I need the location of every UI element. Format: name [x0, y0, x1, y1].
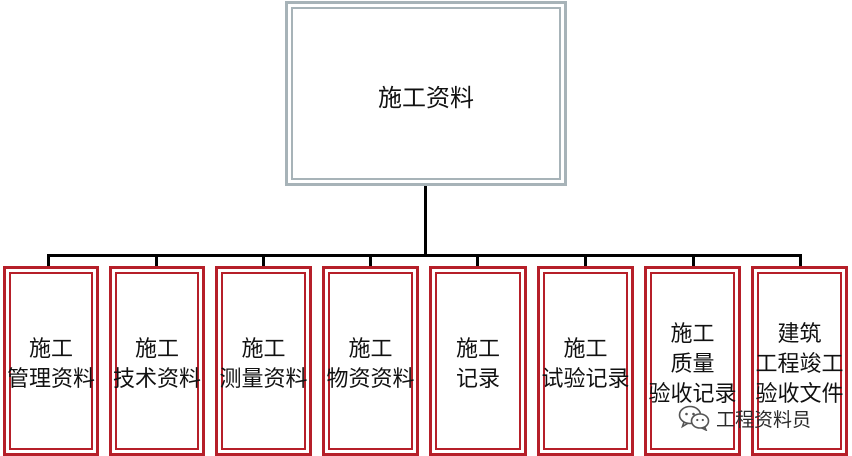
- child-node: 施工试验记录: [537, 266, 634, 456]
- root-node: 施工资料: [285, 1, 567, 186]
- child-node-label: 施工管理资料: [0, 335, 102, 395]
- child-node-label-line: 施工: [348, 337, 393, 362]
- child-node-label: 建筑工程竣工验收文件: [748, 320, 851, 410]
- watermark: 工程资料员: [678, 400, 838, 436]
- child-node-label-line: 质量: [670, 352, 715, 377]
- child-node-label-line: 施工: [670, 322, 715, 347]
- connector-drop: [262, 254, 265, 268]
- child-node: 施工测量资料: [215, 266, 312, 456]
- child-node: 施工管理资料: [3, 266, 99, 456]
- connector-drop: [476, 254, 479, 268]
- child-node-label-line: 物资资料: [326, 367, 415, 392]
- connector-bus: [48, 254, 802, 257]
- child-node-label-line: 验收记录: [648, 382, 737, 407]
- child-node-label-line: 建筑: [777, 322, 822, 347]
- connector-drop: [47, 254, 50, 268]
- child-node: 施工技术资料: [109, 266, 205, 456]
- connector-trunk: [424, 186, 427, 255]
- connector-drop: [799, 254, 802, 268]
- child-node-label-line: 工程竣工: [755, 352, 844, 377]
- root-node-label: 施工资料: [378, 84, 474, 112]
- child-node-label-line: 技术资料: [112, 367, 201, 392]
- watermark-text: 工程资料员: [716, 408, 812, 431]
- child-node-label: 施工技术资料: [106, 335, 208, 395]
- child-node-label-line: 施工: [563, 337, 608, 362]
- child-node-label-line: 施工: [241, 337, 286, 362]
- child-node-label-line: 管理资料: [6, 367, 95, 392]
- child-node-label-line: 试验记录: [541, 367, 630, 392]
- child-node-label-line: 测量资料: [219, 367, 308, 392]
- child-node-label-line: 施工: [28, 337, 73, 362]
- child-node-label-line: 验收文件: [755, 382, 844, 407]
- child-node-label: 施工物资资料: [319, 335, 422, 395]
- child-node-label-line: 施工: [134, 337, 179, 362]
- child-node: 施工记录: [429, 266, 527, 456]
- wechat-icon: [678, 405, 710, 431]
- connector-drop: [692, 254, 695, 268]
- child-node-label: 施工记录: [426, 335, 530, 395]
- connector-drop: [155, 254, 158, 268]
- child-node-label: 施工质量验收记录: [641, 320, 744, 410]
- child-node: 建筑工程竣工验收文件: [751, 266, 848, 456]
- child-node: 施工物资资料: [322, 266, 419, 456]
- connector-drop: [584, 254, 587, 268]
- child-node-label-line: 记录: [455, 367, 500, 392]
- child-node-label-line: 施工: [455, 337, 500, 362]
- connector-drop: [369, 254, 372, 268]
- child-node-label: 施工测量资料: [212, 335, 315, 395]
- child-node-label: 施工试验记录: [534, 335, 637, 395]
